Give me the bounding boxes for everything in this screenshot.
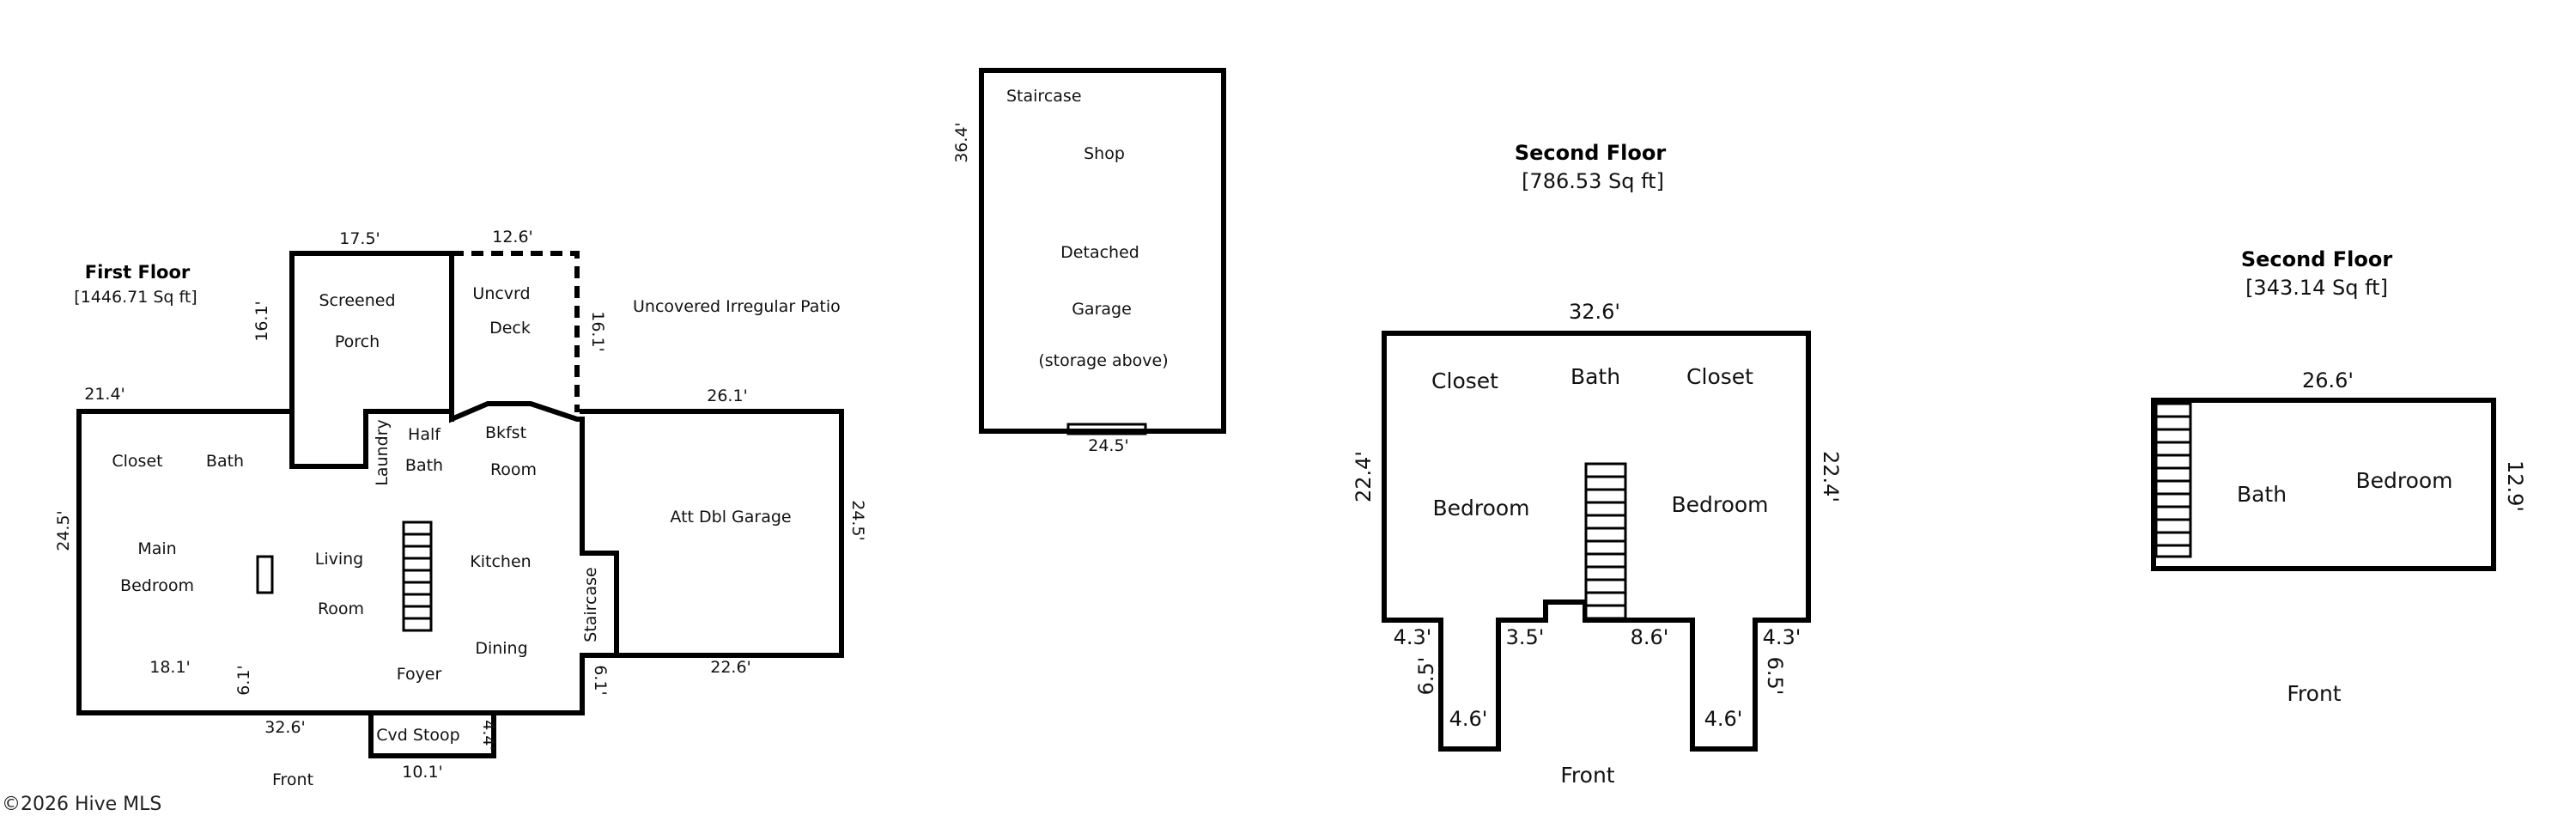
main-bedroom-label-1: Main <box>137 539 176 558</box>
living-room-label-1: Living <box>315 550 364 569</box>
bath-label-2b: Bath <box>2237 482 2287 507</box>
first-floor-stairs <box>402 520 433 632</box>
dim-2a-left-leg-depth: 6.5' <box>1414 657 1438 696</box>
deck-label-2: Deck <box>489 319 531 338</box>
second-floor-b-walls <box>2151 398 2496 571</box>
first-floor-area: [1446.71 Sq ft] <box>74 288 197 307</box>
dining-label: Dining <box>475 639 527 658</box>
patio-label: Uncovered Irregular Patio <box>633 297 841 316</box>
stoop-walls <box>368 710 496 758</box>
detached-label: Detached <box>1060 243 1139 262</box>
dim-shop-bottom: 24.5' <box>1088 436 1129 455</box>
main-bedroom-label-2: Bedroom <box>120 576 194 595</box>
second-floor-b-area: [343.14 Sq ft] <box>2245 276 2388 300</box>
closet-label: Closet <box>112 452 162 471</box>
dim-shop-side: 36.4' <box>952 122 971 163</box>
garage-walls <box>580 409 844 658</box>
screened-porch-label-2: Porch <box>335 332 380 351</box>
second-floor-b-plan: Second Floor [343.14 Sq ft] Bath Bedroom… <box>2151 247 2527 706</box>
bedroom-label-2b: Bedroom <box>2355 468 2452 493</box>
bedroom-right-label: Bedroom <box>1671 492 1768 517</box>
foyer-label: Foyer <box>397 665 442 684</box>
deck-label-1: Uncvrd <box>472 284 530 303</box>
first-floor-outline <box>76 401 619 715</box>
dim-left-top: 21.4' <box>84 385 125 404</box>
first-floor-plan: First Floor [1446.71 Sq ft] Screened Por… <box>54 228 867 789</box>
dim-left-side: 24.5' <box>54 510 73 551</box>
shop-door <box>1066 423 1147 435</box>
second-floor-a-area: [786.53 Sq ft] <box>1522 169 1664 193</box>
shop-label: Shop <box>1084 144 1125 163</box>
closet-right-label: Closet <box>1686 364 1753 389</box>
dim-2a-right-leg-depth: 6.5' <box>1763 657 1787 696</box>
dim-stoop-depth: 4.4' <box>479 720 498 750</box>
screened-porch-label-1: Screened <box>319 291 395 310</box>
half-bath-label-1: Half <box>408 425 441 444</box>
copyright-notice: ©2026 Hive MLS <box>2 794 161 815</box>
uncovered-deck-walls <box>452 251 580 412</box>
bedroom-left-label: Bedroom <box>1432 496 1529 520</box>
dim-porch-depth: 16.1' <box>252 301 271 342</box>
dim-garage-bottom: 22.6' <box>710 658 751 677</box>
second-floor-a-stairs <box>1584 462 1627 620</box>
dim-stoop-width: 10.1' <box>402 763 443 782</box>
bkfst-label-1: Bkfst <box>485 423 526 442</box>
bath-label-2a: Bath <box>1571 364 1620 389</box>
dim-2a-right-step: 4.3' <box>1763 625 1801 649</box>
dim-porch-width: 17.5' <box>339 229 380 248</box>
second-floor-a-front-label: Front <box>1560 763 1614 788</box>
staircase-label: Staircase <box>581 567 600 642</box>
second-floor-b-title: Second Floor <box>2241 247 2392 271</box>
dim-left-bottom: 18.1' <box>149 658 191 677</box>
dim-garage-top: 26.1' <box>707 387 748 405</box>
second-floor-a-title: Second Floor <box>1515 141 1666 165</box>
dim-2a-left-side: 22.4' <box>1352 451 1376 502</box>
screened-porch-walls <box>289 251 454 422</box>
dim-2b-top: 26.6' <box>2302 368 2354 393</box>
dim-garage-side: 24.5' <box>848 500 867 541</box>
shop-walls <box>979 68 1226 434</box>
dim-center-bottom: 32.6' <box>264 718 306 737</box>
dim-2b-side: 12.9' <box>2503 460 2527 512</box>
storage-label: (storage above) <box>1038 351 1168 370</box>
dim-2a-left-step: 4.3' <box>1394 625 1432 649</box>
first-floor-title: First Floor <box>85 262 191 283</box>
dim-2a-center-right: 8.6' <box>1631 625 1669 649</box>
laundry-label: Laundry <box>373 419 392 485</box>
garage-label: Att Dbl Garage <box>670 508 791 527</box>
living-room-label-2: Room <box>318 600 364 618</box>
stoop-label: Cvd Stoop <box>376 726 459 745</box>
second-floor-b-stairs <box>2154 402 2192 558</box>
detached-shop-plan: Staircase Shop Detached Garage (storage … <box>952 68 1226 455</box>
dim-2a-right-side: 22.4' <box>1819 451 1843 502</box>
dim-deck-depth: 16.1' <box>588 311 607 352</box>
fireplace <box>256 555 274 594</box>
shop-staircase-label: Staircase <box>1006 87 1082 106</box>
second-floor-a-plan: Second Floor [786.53 Sq ft] Closet Bath … <box>1352 141 1843 788</box>
kitchen-label: Kitchen <box>470 552 531 571</box>
dim-2a-top: 32.6' <box>1569 300 1620 324</box>
dim-notch-left: 6.1' <box>234 665 253 695</box>
second-floor-b-front-label: Front <box>2287 681 2341 706</box>
closet-left-label: Closet <box>1431 368 1498 393</box>
bkfst-label-2: Room <box>490 460 537 479</box>
dim-2a-left-leg-width: 4.6' <box>1449 707 1488 731</box>
dim-notch-right: 6.1' <box>591 665 610 695</box>
garage-label-shop: Garage <box>1072 300 1132 319</box>
dim-2a-center-left: 3.5' <box>1506 625 1545 649</box>
half-bath-label-2: Bath <box>405 456 443 475</box>
dim-deck-width: 12.6' <box>492 228 533 247</box>
dim-2a-right-leg-width: 4.6' <box>1704 707 1743 731</box>
bath-label: Bath <box>206 452 244 471</box>
first-floor-front-label: Front <box>272 770 313 789</box>
